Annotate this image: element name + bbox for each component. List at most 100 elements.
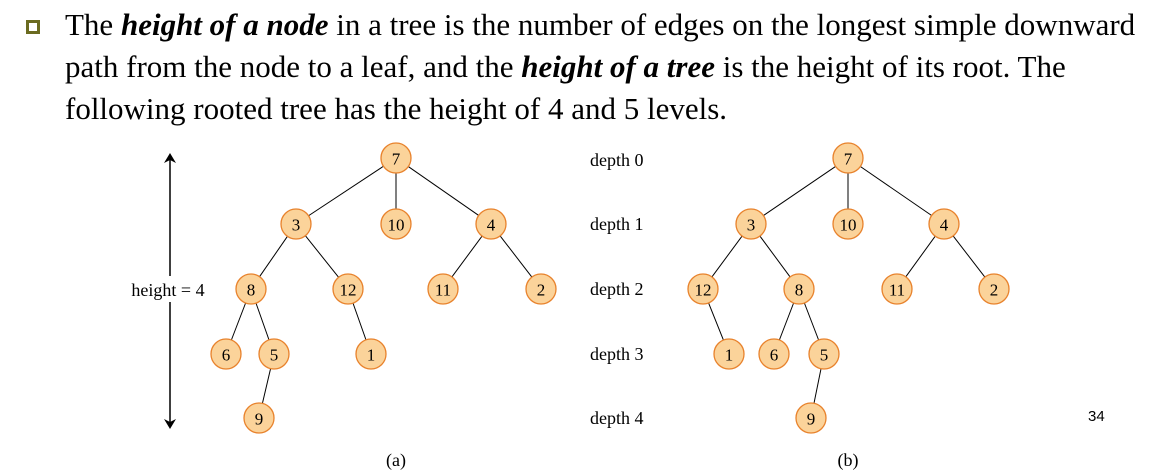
node-circle (355, 338, 387, 370)
node-circle (881, 273, 913, 305)
node-circle (258, 338, 290, 370)
edge-b-3-12 (711, 235, 743, 278)
edge-b-7-3 (763, 166, 836, 216)
edge-b-8-5 (803, 302, 820, 341)
depth-label-1: depth 1 (590, 214, 644, 234)
node-circle (235, 273, 267, 305)
edge-a-12-1 (352, 302, 367, 341)
caption-a: (a) (386, 450, 406, 471)
node-label: 1 (367, 346, 376, 365)
caption-b: (b) (838, 450, 859, 471)
tree-b-node-2: 2 (978, 273, 1010, 305)
tree-b-node-11: 11 (881, 273, 913, 305)
node-circle (380, 142, 412, 174)
tree-b-node-9: 9 (795, 402, 827, 434)
tree-b-node-3: 3 (735, 208, 767, 240)
tree-a-node-2: 2 (525, 273, 557, 305)
node-circle (380, 208, 412, 240)
node-label: 6 (222, 346, 231, 365)
node-label: 10 (840, 216, 857, 235)
tree-a-node-3: 3 (280, 208, 312, 240)
node-label: 3 (747, 216, 756, 235)
node-label: 2 (990, 281, 999, 300)
tree-a-node-5: 5 (258, 338, 290, 370)
node-circle (832, 142, 864, 174)
tree-b-node-8: 8 (783, 273, 815, 305)
node-label: 8 (247, 281, 256, 300)
node-label: 7 (844, 150, 853, 169)
node-circle (713, 338, 745, 370)
node-circle (280, 208, 312, 240)
edge-a-8-5 (255, 302, 270, 341)
node-circle (687, 273, 719, 305)
node-circle (243, 402, 275, 434)
tree-b-node-4: 4 (928, 208, 960, 240)
node-circle (808, 338, 840, 370)
tree-a-node-8: 8 (235, 273, 267, 305)
depth-label-2: depth 2 (590, 279, 644, 299)
edge-b-4-2 (952, 235, 986, 278)
tree-a-node-9: 9 (243, 402, 275, 434)
tree-a-node-6: 6 (210, 338, 242, 370)
node-label: 12 (695, 281, 712, 300)
edge-b-5-9 (813, 368, 822, 404)
tree-a-node-7: 7 (380, 142, 412, 174)
node-label: 1 (725, 346, 734, 365)
node-circle (978, 273, 1010, 305)
tree-b-node-12: 12 (687, 273, 719, 305)
node-circle (210, 338, 242, 370)
term-height-of-tree: height of a tree (521, 49, 715, 84)
edge-a-3-8 (259, 236, 288, 277)
node-label: 3 (292, 216, 301, 235)
tree-b: 7 3 10 4 12 8 11 2 1 6 5 9 (687, 142, 1010, 434)
node-label: 5 (270, 346, 279, 365)
node-label: 12 (340, 281, 357, 300)
bullet-text-part-3: is the height of its root. The following… (65, 49, 1066, 126)
tree-a-node-1: 1 (355, 338, 387, 370)
edge-a-4-2 (499, 235, 533, 278)
edge-b-7-4 (860, 166, 932, 216)
node-circle (332, 273, 364, 305)
depth-label-3: depth 3 (590, 344, 644, 364)
depth-label-0: depth 0 (590, 150, 644, 170)
node-label: 11 (435, 281, 451, 300)
node-label: 9 (807, 410, 816, 429)
page-number: 34 (1088, 408, 1105, 425)
node-circle (735, 208, 767, 240)
node-label: 5 (820, 346, 829, 365)
bullet-square-icon (26, 20, 40, 34)
tree-b-node-1: 1 (713, 338, 745, 370)
edge-a-8-6 (230, 302, 247, 341)
node-circle (475, 208, 507, 240)
bullet-text: The height of a node in a tree is the nu… (65, 4, 1145, 130)
node-label: 11 (889, 281, 905, 300)
node-circle (783, 273, 815, 305)
tree-a-node-10: 10 (380, 208, 412, 240)
edge-b-3-8 (759, 235, 791, 278)
node-label: 4 (487, 216, 496, 235)
node-circle (525, 273, 557, 305)
node-label: 10 (388, 216, 405, 235)
edge-b-12-1 (708, 302, 724, 341)
node-circle (928, 208, 960, 240)
edge-a-7-3 (308, 165, 384, 217)
node-label: 2 (537, 281, 546, 300)
node-circle (795, 402, 827, 434)
tree-a-node-4: 4 (475, 208, 507, 240)
edge-a-5-9 (261, 368, 272, 404)
node-label: 6 (770, 346, 779, 365)
tree-b-node-6: 6 (758, 338, 790, 370)
node-circle (758, 338, 790, 370)
bullet-text-part-1: The (65, 7, 121, 42)
edge-a-7-4 (408, 166, 479, 216)
depth-labels: depth 0 depth 1 depth 2 depth 3 depth 4 (590, 150, 644, 428)
edge-b-4-11 (905, 235, 936, 278)
tree-b-node-5: 5 (808, 338, 840, 370)
tree-a-node-11: 11 (427, 273, 459, 305)
node-label: 9 (255, 410, 264, 429)
height-arrow: height = 4 (116, 153, 220, 429)
bullet-text-part-2: in a tree is the number of edges on the … (65, 7, 1136, 84)
tree-b-node-10: 10 (832, 208, 864, 240)
node-label: 8 (795, 281, 804, 300)
